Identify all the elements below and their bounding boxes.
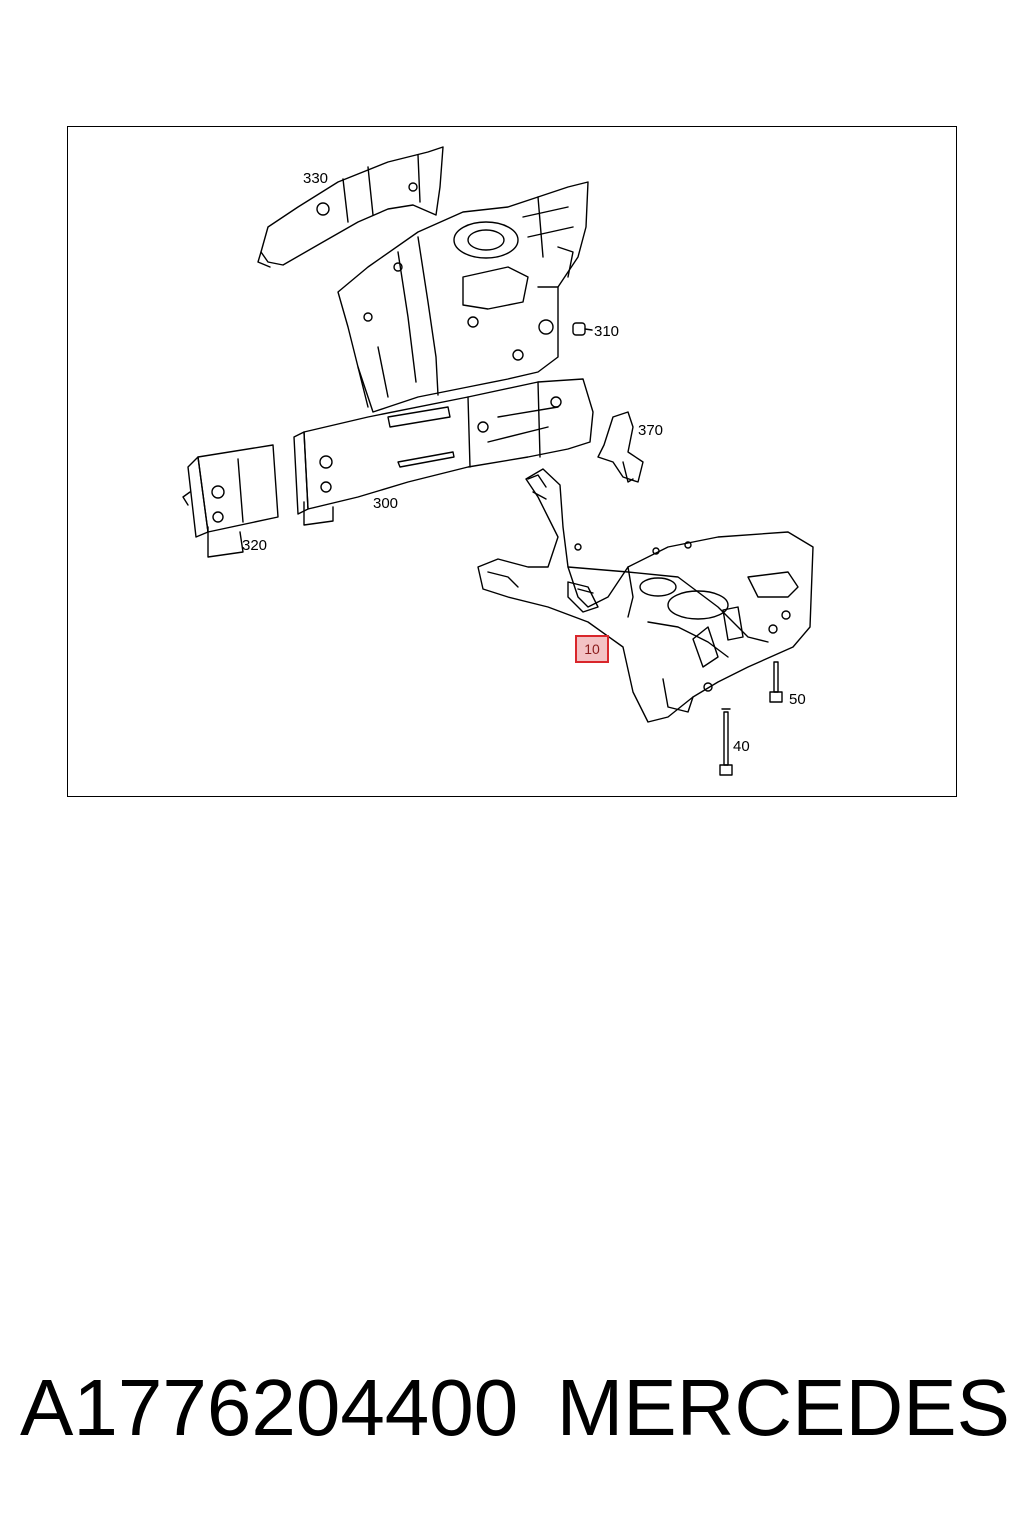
part-50-bolt — [769, 661, 783, 703]
part-40-bolt — [719, 708, 733, 776]
parts-diagram-frame: 330 310 370 300 320 10 50 40 — [67, 126, 957, 797]
callout-300: 300 — [373, 495, 399, 512]
part-310-bushing — [572, 322, 593, 336]
part-330-wheel-arch — [257, 146, 444, 268]
callout-10-highlight[interactable]: 10 — [575, 635, 609, 663]
brand-name: MERCEDES — [556, 1363, 1010, 1452]
callout-330: 330 — [303, 170, 329, 187]
callout-10: 10 — [584, 641, 600, 657]
part-number: A1776204400 — [20, 1363, 519, 1452]
part-370-bracket — [597, 411, 644, 483]
footer-caption: A1776204400 MERCEDES — [20, 1368, 1010, 1448]
part-10-subframe — [477, 468, 814, 723]
part-inner-fender-structure — [337, 181, 589, 413]
callout-310: 310 — [594, 323, 620, 340]
callout-320: 320 — [242, 537, 268, 554]
callout-50: 50 — [789, 691, 806, 708]
parts-diagram-drawing — [182, 146, 814, 776]
part-320-crash-box — [182, 444, 279, 558]
callout-40: 40 — [733, 738, 750, 755]
part-300-longitudinal-member — [293, 378, 594, 526]
callout-370: 370 — [638, 422, 664, 439]
